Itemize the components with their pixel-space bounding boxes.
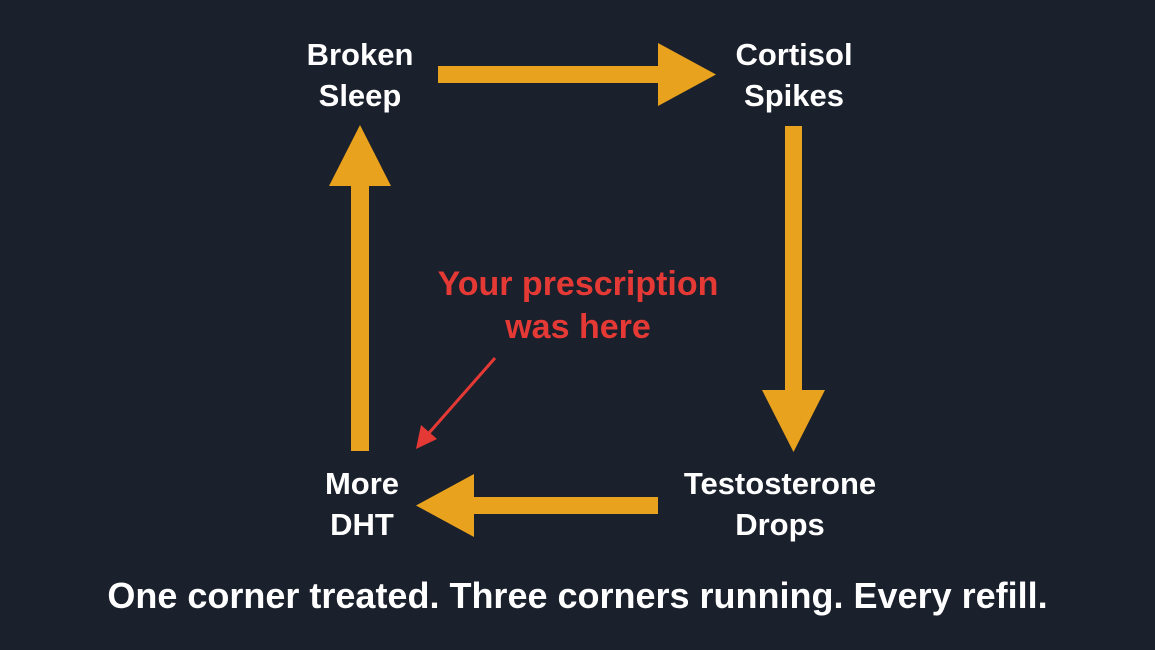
node-cortisol-spikes: Cortisol Spikes bbox=[694, 34, 894, 116]
node-testosterone-drops: Testosterone Drops bbox=[650, 463, 910, 545]
callout-line: Your prescription bbox=[437, 265, 719, 303]
callout-pointer-arrow bbox=[416, 357, 497, 449]
node-label-line: Sleep bbox=[318, 78, 402, 113]
node-label-line: Spikes bbox=[744, 78, 844, 113]
prescription-callout: Your prescription was here bbox=[378, 263, 778, 349]
node-label-line: DHT bbox=[330, 507, 394, 542]
node-broken-sleep: Broken Sleep bbox=[260, 34, 460, 116]
diagram-caption: One corner treated. Three corners runnin… bbox=[107, 575, 1048, 616]
node-label-line: Testosterone bbox=[683, 466, 877, 501]
arrow-cortisol-to-testosterone bbox=[762, 126, 825, 452]
node-label-line: Broken bbox=[306, 37, 414, 72]
callout-line: was here bbox=[505, 308, 651, 346]
node-more-dht: More DHT bbox=[262, 463, 462, 545]
node-label-line: More bbox=[324, 466, 400, 501]
node-label-line: Cortisol bbox=[735, 37, 853, 72]
arrow-testosterone-to-dht bbox=[416, 474, 658, 537]
arrow-dht-to-sleep bbox=[329, 125, 391, 451]
arrow-sleep-to-cortisol bbox=[438, 43, 716, 106]
node-label-line: Drops bbox=[735, 507, 825, 542]
